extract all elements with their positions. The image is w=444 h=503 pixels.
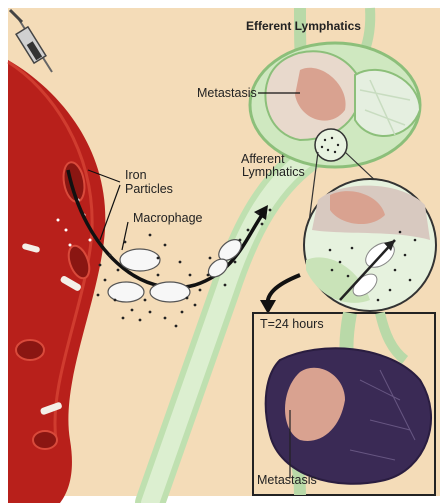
metastasis-top-label: Metastasis [197, 87, 257, 100]
t24-inset [253, 313, 435, 495]
iron-particles-label-line1: Iron [125, 169, 147, 182]
magnified-inset [304, 179, 436, 311]
efferent-lymphatics-label: Efferent Lymphatics [246, 20, 361, 33]
time-label: T=24 hours [260, 318, 324, 331]
afferent-label-line2: Lymphatics [242, 166, 305, 179]
iron-particles-label-line2: Particles [125, 183, 173, 196]
macrophage-label: Macrophage [133, 212, 203, 225]
metastasis-bottom-label: Metastasis [257, 474, 317, 487]
magnifier-small-circle [315, 129, 347, 161]
